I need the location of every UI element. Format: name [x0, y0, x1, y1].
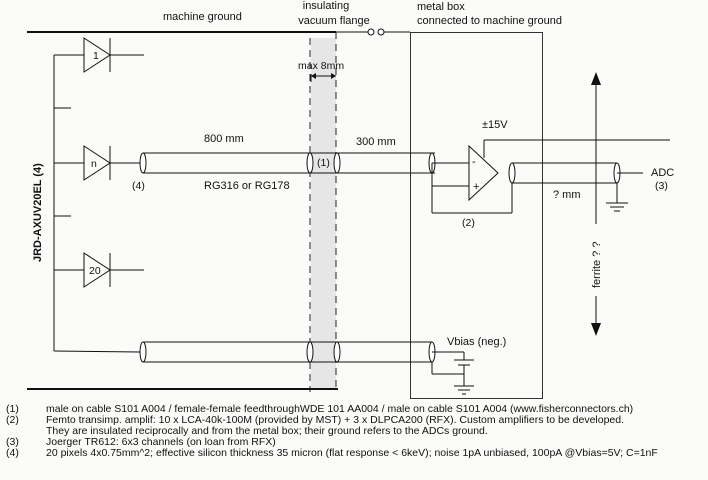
- footnote-text: They are insulated reciprocally and from…: [46, 425, 488, 437]
- max-gap-label: max 8mm: [298, 60, 344, 72]
- footnote-number: (4): [6, 447, 19, 459]
- diode-label-1: 1: [93, 50, 99, 62]
- bias-coax-cable: [139, 341, 436, 363]
- photodiode-n: [54, 145, 142, 181]
- metal-box: [410, 32, 543, 399]
- ref-adc-label: (3): [655, 180, 668, 192]
- footnote: (2) Femto transimp. amplif: 10 x LCA-40k…: [0, 415, 708, 426]
- adc-ground-icon: [606, 202, 628, 212]
- metal-box-label-line2: connected to machine ground: [417, 15, 562, 27]
- diode-label-20: 20: [89, 265, 101, 277]
- footnote: They are insulated reciprocally and from…: [0, 426, 708, 437]
- supply-voltage-label: ±15V: [482, 119, 508, 131]
- gap-dimension-arrow: [310, 73, 336, 82]
- metal-box-label-line1: metal box: [417, 1, 465, 13]
- ferrite-arrow: [591, 72, 601, 336]
- footnotes: (1) male on cable S101 A004 / female-fem…: [0, 404, 708, 459]
- footnote-text: Joerger TR612: 6x3 channels (on loan fro…: [46, 436, 276, 448]
- adc-coax-cable: [508, 162, 643, 203]
- schematic-diagram: machine ground insulating vacuum flange …: [27, 0, 674, 399]
- ref-amplifier-label: (2): [462, 217, 475, 229]
- footnote-text: male on cable S101 A004 / female-female …: [46, 403, 634, 415]
- cable1-type-label: RG316 or RG178: [204, 180, 290, 192]
- detector-name-label: JRD-AXUV20EL (4): [32, 163, 44, 262]
- ferrite-label: ferrite ? ?: [591, 242, 603, 288]
- footnote: (4) 20 pixels 4x0.75mm^2; effective sili…: [0, 448, 708, 459]
- insulating-flange-region: [311, 38, 336, 388]
- switch-contact-left: [367, 28, 375, 36]
- diode-label-n: n: [91, 158, 97, 170]
- cable2-length-label: 300 mm: [356, 136, 396, 148]
- bias-return-wire: [53, 350, 143, 353]
- vbias-label: Vbias (neg.): [447, 336, 506, 348]
- ref-feedthrough-label: (1): [317, 157, 330, 169]
- machine-ground-label: machine ground: [163, 11, 242, 23]
- photodiode-1: [54, 37, 144, 73]
- switch-contact-right: [377, 28, 385, 36]
- photodiode-20: [54, 252, 144, 288]
- transimpedance-amplifier: [431, 139, 670, 214]
- signal-coax-cable: [139, 152, 436, 174]
- footnote-number: (2): [6, 414, 19, 426]
- flange-label-line2: vacuum flange: [298, 15, 370, 27]
- footnote-number: (1): [6, 403, 19, 415]
- cable1-length-label: 800 mm: [204, 133, 244, 145]
- footnote: (3) Joerger TR612: 6x3 channels (on loan…: [0, 437, 708, 448]
- flange-label-line1: insulating: [303, 0, 349, 12]
- opamp-inverting-label: -: [472, 156, 476, 168]
- footnote-number: (3): [6, 436, 19, 448]
- footnote: (1) male on cable S101 A004 / female-fem…: [0, 404, 708, 415]
- opamp-noninverting-label: +: [473, 181, 479, 193]
- footnote-text: Femto transimp. amplif: 10 x LCA-40k-100…: [46, 414, 625, 426]
- ref-detector-label: (4): [132, 180, 145, 192]
- bias-battery-icon: [431, 351, 474, 395]
- cable3-length-label: ? mm: [553, 189, 581, 201]
- footnote-text: 20 pixels 4x0.75mm^2; effective silicon …: [46, 447, 658, 459]
- adc-label: ADC: [651, 167, 674, 179]
